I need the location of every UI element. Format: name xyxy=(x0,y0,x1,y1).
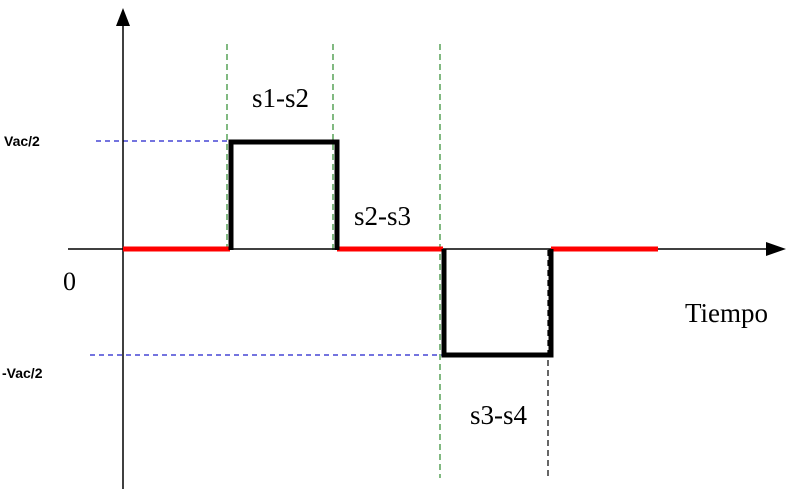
interval-label-1: s1-s2 xyxy=(252,83,309,113)
time-axis-label: Tiempo xyxy=(685,298,768,328)
interval-label-3: s3-s4 xyxy=(470,400,528,430)
zero-label: 0 xyxy=(63,267,76,296)
positive-pulse xyxy=(228,139,340,250)
y-axis-arrow-icon xyxy=(116,8,130,26)
vac-neg-label: -Vac/2 xyxy=(2,365,43,381)
negative-pulse xyxy=(441,249,554,358)
vac-pos-label: Vac/2 xyxy=(4,133,40,149)
interval-label-2: s2-s3 xyxy=(354,201,411,231)
x-axis-arrow-icon xyxy=(766,242,786,256)
